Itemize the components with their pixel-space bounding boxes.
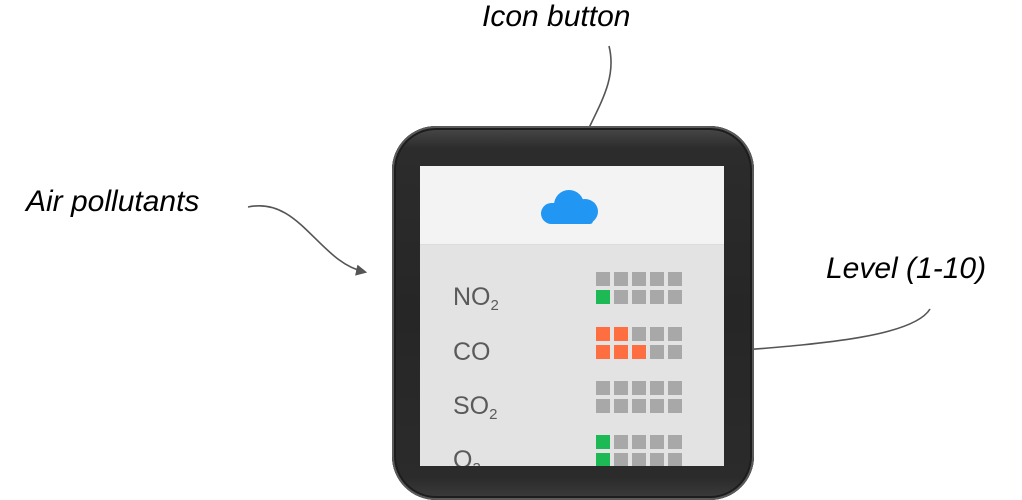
level-cell [596,435,610,449]
level-cell [596,290,610,304]
pollutant-row: SO2 [420,381,724,431]
level-cell [614,290,628,304]
level-cell [668,453,682,466]
level-cell [668,399,682,413]
level-cell [632,435,646,449]
annotation-icon-button: Icon button [482,0,631,33]
level-cell [650,453,664,466]
level-cell [614,399,628,413]
level-cell [632,345,646,359]
level-cell [650,435,664,449]
pollutant-row: NO2 [420,272,724,322]
level-cell [632,272,646,286]
level-cell [614,327,628,341]
level-cell [632,399,646,413]
screen-header [420,166,724,245]
pollutant-name: SO2 [453,392,498,423]
level-cell [668,272,682,286]
level-indicator [596,435,682,466]
level-cell [632,453,646,466]
level-cell [650,345,664,359]
annotation-level: Level (1-10) [826,252,987,285]
level-indicator [596,327,682,361]
level-cell [650,327,664,341]
level-cell [596,381,610,395]
level-cell [650,290,664,304]
air-pollutants-arrow [247,204,368,276]
level-cell [668,345,682,359]
level-cell [596,453,610,466]
level-cell [650,399,664,413]
level-cell [650,381,664,395]
level-cell [596,327,610,341]
level-cell [632,290,646,304]
level-cell [668,435,682,449]
annotation-air-pollutants: Air pollutants [26,185,200,218]
level-cell [650,272,664,286]
pollutant-row: O3 [420,435,724,466]
level-cell [668,327,682,341]
pollutant-name: CO [453,338,491,366]
level-indicator [596,272,682,306]
level-cell [596,272,610,286]
level-cell [614,435,628,449]
level-cell [614,453,628,466]
level-cell [596,399,610,413]
level-cell [668,381,682,395]
pollutant-name: NO2 [453,283,499,314]
cloud-icon[interactable] [541,190,601,224]
level-cell [614,272,628,286]
level-cell [668,290,682,304]
level-cell [614,345,628,359]
pollutant-name: O3 [453,446,481,466]
level-indicator [596,381,682,415]
pollutant-row: CO [420,327,724,377]
level-cell [614,381,628,395]
level-cell [596,345,610,359]
level-cell [632,381,646,395]
level-cell [632,327,646,341]
